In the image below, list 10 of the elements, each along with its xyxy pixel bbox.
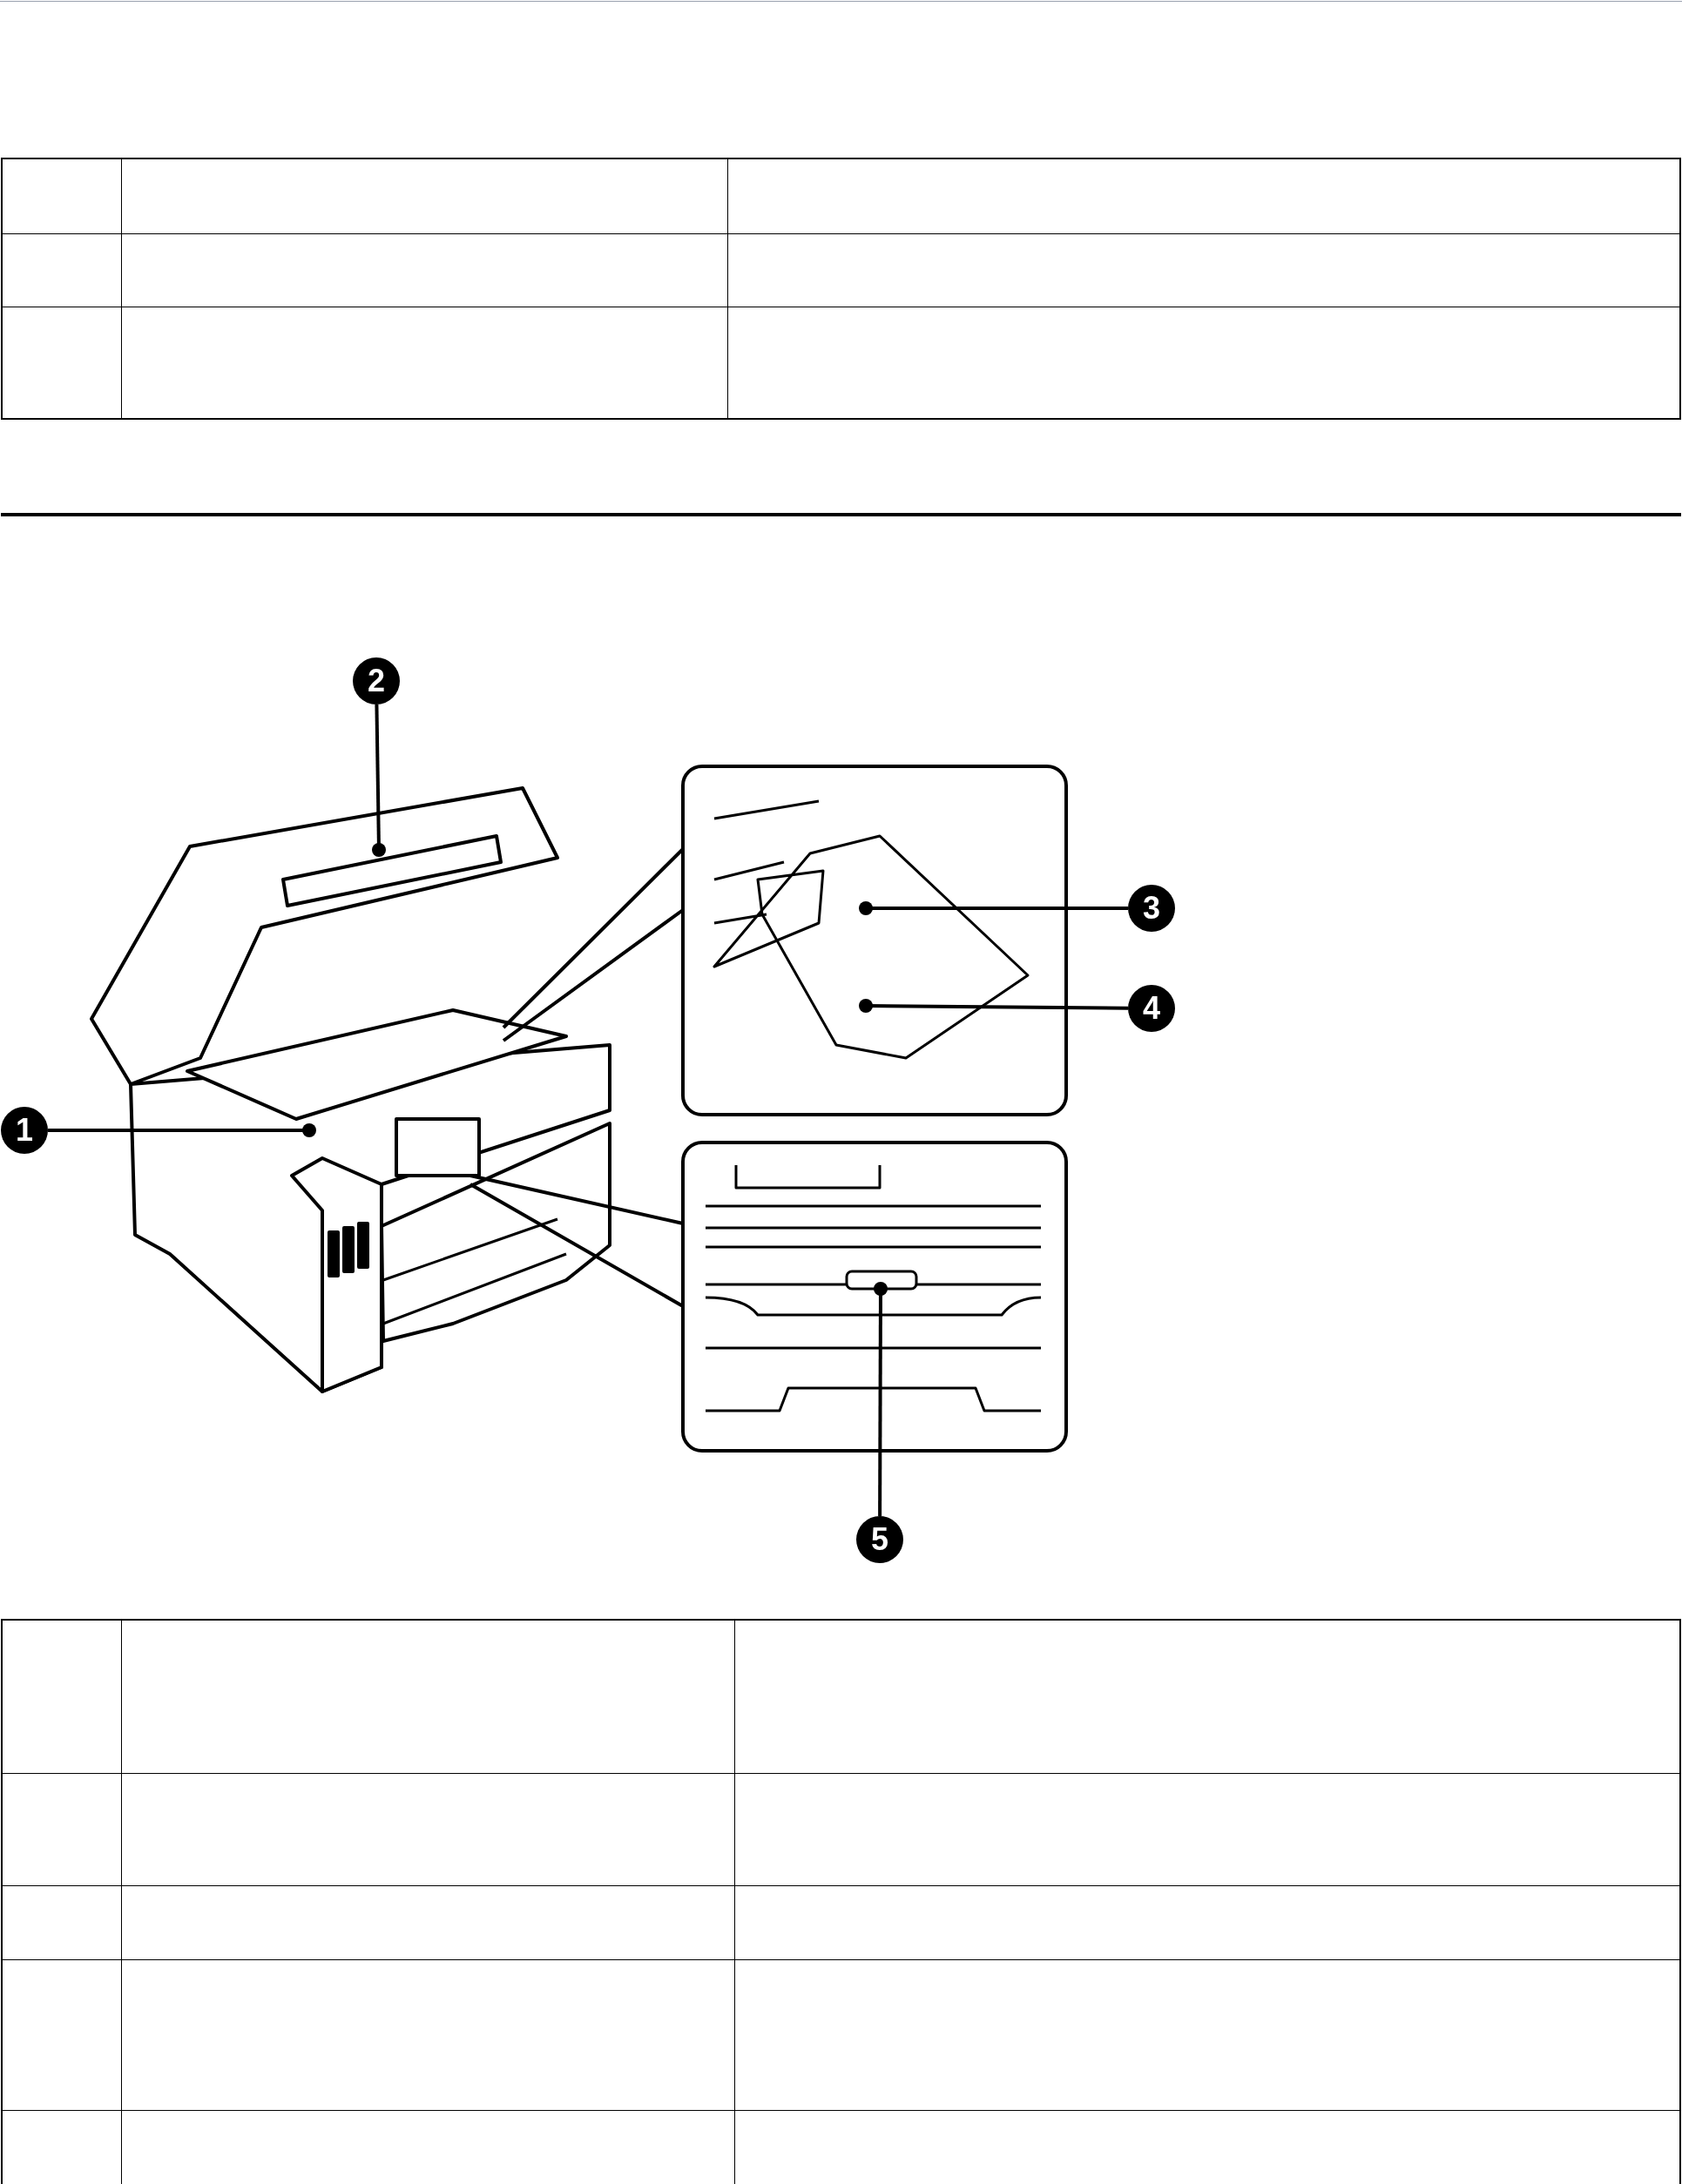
leader-line xyxy=(859,999,1128,1013)
leader-line xyxy=(48,1123,316,1137)
callout-number: 3 xyxy=(1128,885,1175,932)
leader-line xyxy=(874,1282,888,1516)
leader-line xyxy=(859,901,1128,915)
leader-line xyxy=(372,704,386,857)
callout-number: 2 xyxy=(353,657,400,704)
callout-number: 1 xyxy=(1,1107,48,1154)
callout-number: 4 xyxy=(1128,985,1175,1032)
callout-number: 5 xyxy=(856,1516,903,1563)
